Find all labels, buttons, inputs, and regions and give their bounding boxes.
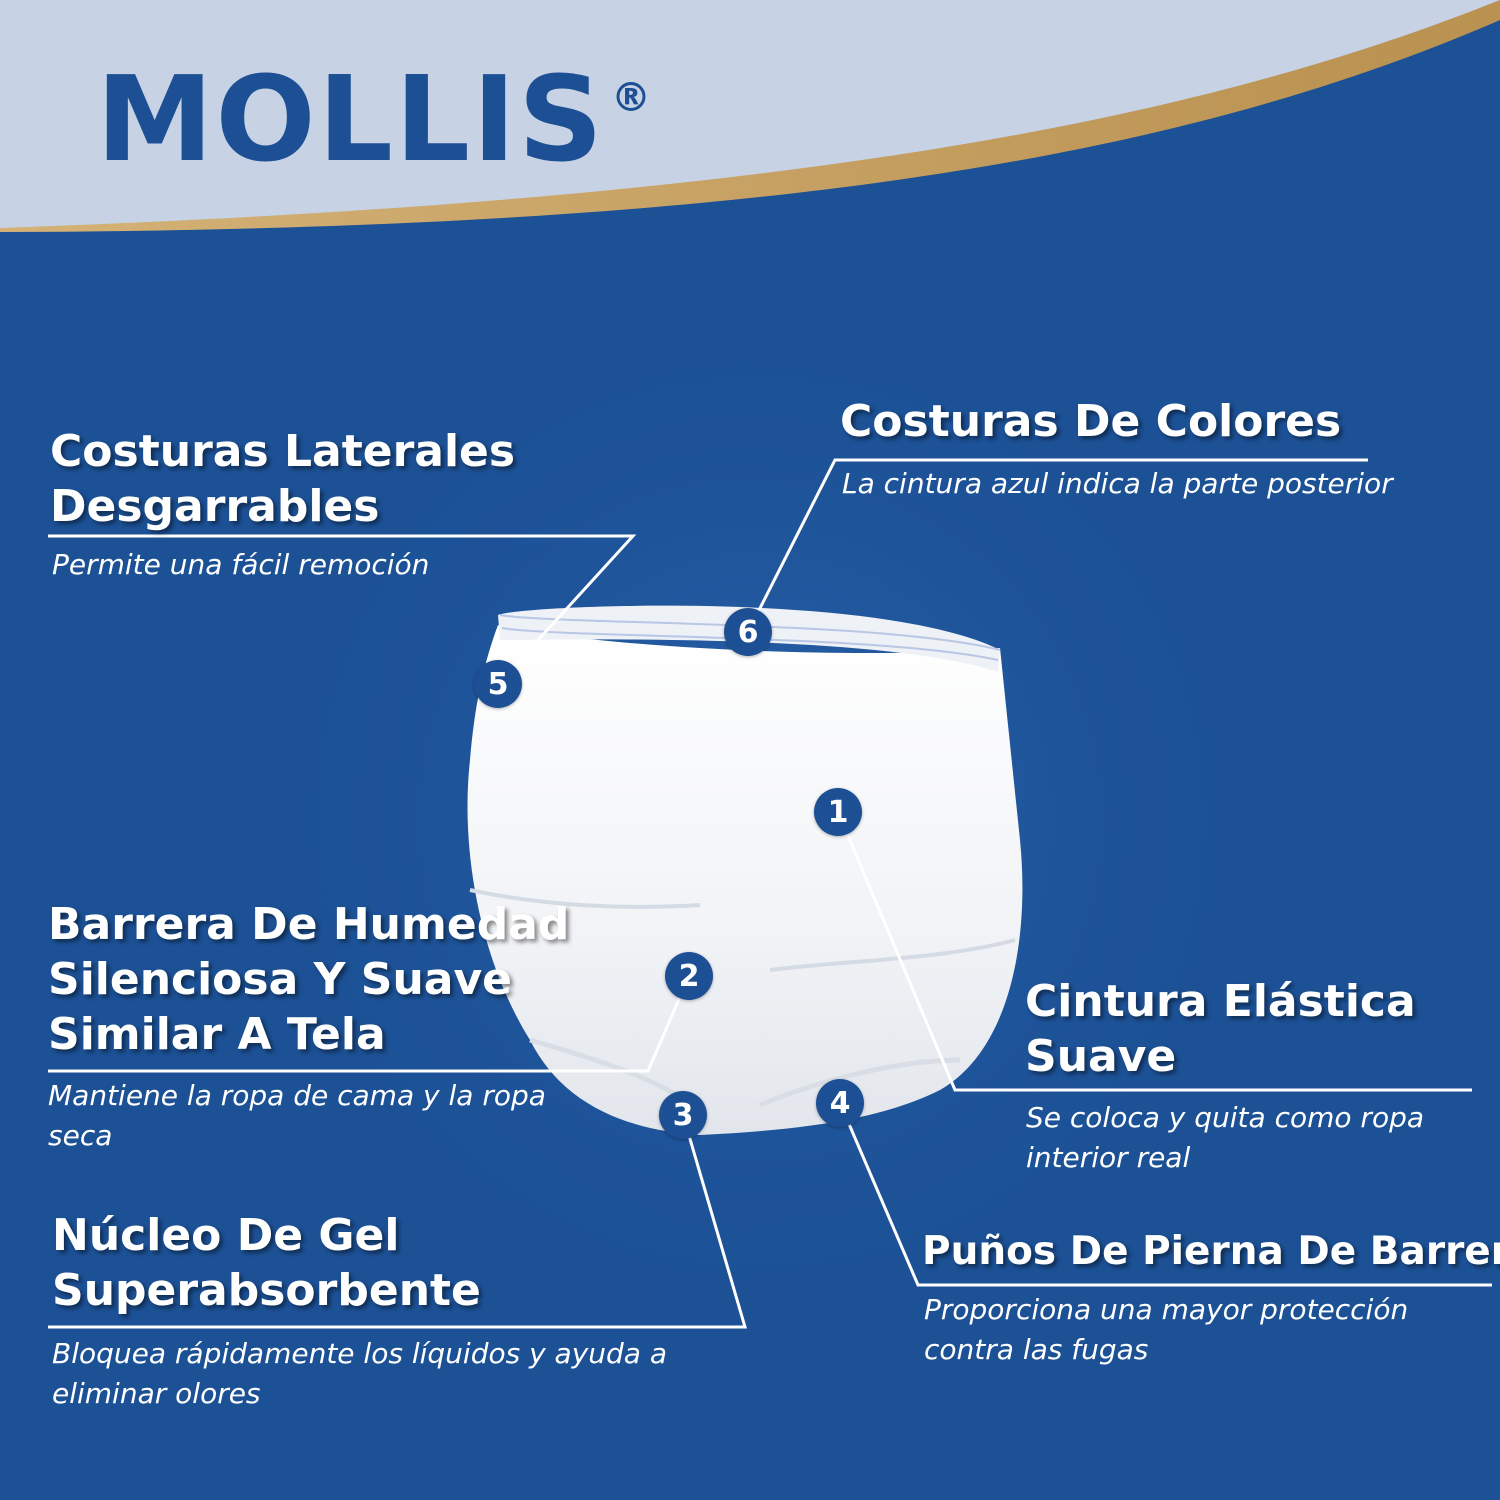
feature-4-description: Proporciona una mayor protección contra … [924,1293,1409,1366]
feature-3-badge: 3 [659,1091,707,1139]
feature-1-badge: 1 [814,788,862,836]
registered-mark: ® [611,75,654,121]
feature-4-title: Puños De Pierna De Barrera [922,1229,1500,1274]
feature-5-description: Permite una fácil remoción [52,548,430,581]
brand-logo: MOLLIS® [96,60,653,178]
feature-3-title: Núcleo De Gel Superabsorbente [52,1210,481,1316]
brand-name: MOLLIS [96,50,606,188]
feature-3-description: Bloquea rápidamente los líquidos y ayuda… [52,1337,668,1410]
feature-6-title: Costuras De Colores [840,396,1342,447]
feature-6-description: La cintura azul indica la parte posterio… [842,467,1393,500]
feature-1-title: Cintura Elástica Suave [1025,976,1416,1082]
feature-1-description: Se coloca y quita como ropa interior rea… [1026,1101,1425,1174]
feature-5-badge: 5 [474,660,522,708]
feature-4-badge: 4 [816,1079,864,1127]
feature-2-description: Mantiene la ropa de cama y la ropa seca [48,1079,546,1152]
feature-6-badge: 6 [724,608,772,656]
feature-2-badge: 2 [665,952,713,1000]
feature-2-title: Barrera De Humedad Silenciosa Y Suave Si… [48,899,570,1060]
feature-5-title: Costuras Laterales Desgarrables [50,426,516,532]
